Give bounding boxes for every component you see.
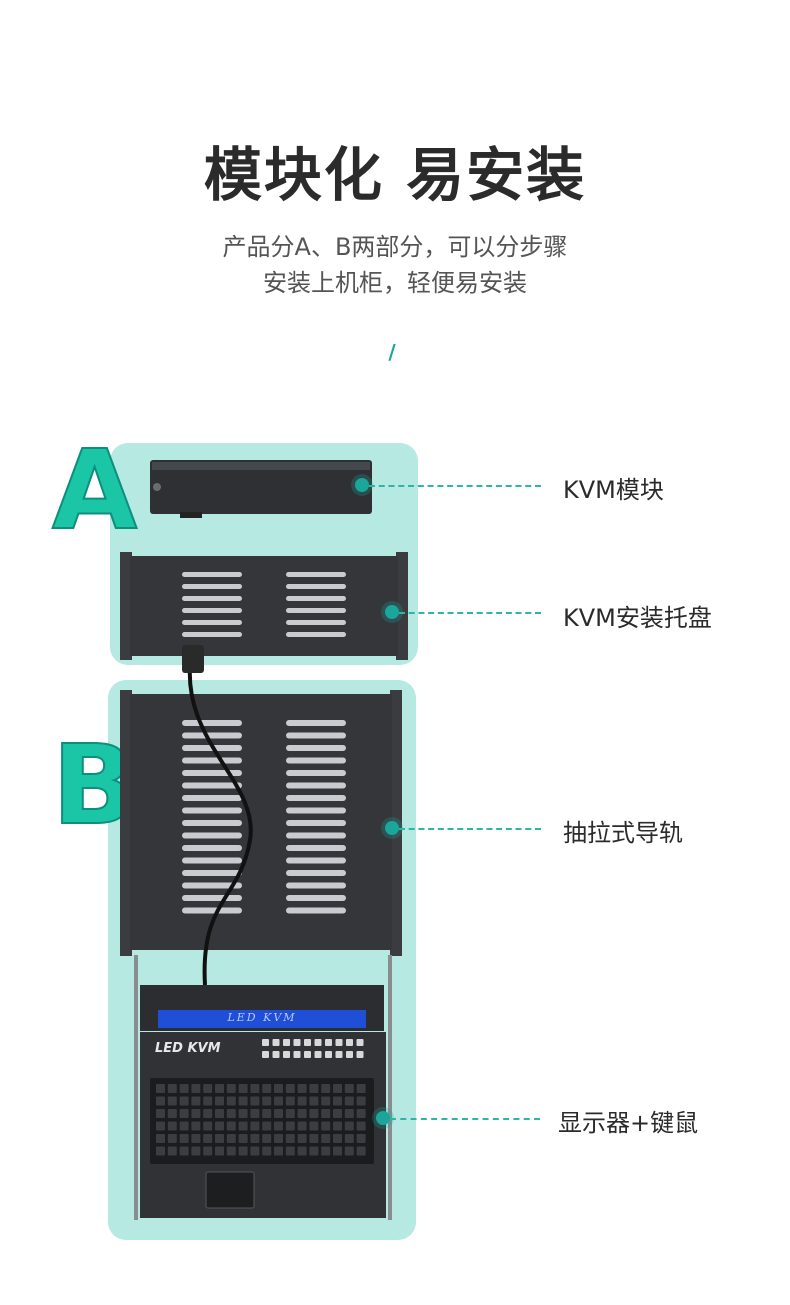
console-brand-text: LED KVM xyxy=(155,1041,221,1056)
installation-tray-image xyxy=(120,552,408,660)
callout-dot-tray xyxy=(385,605,399,619)
console-image: LED KVM xyxy=(140,985,386,1218)
divider-mark: / xyxy=(388,340,396,364)
kvm-module-image xyxy=(150,460,372,518)
callout-label-rail: 抽拉式导轨 xyxy=(563,819,683,847)
subtitle-line-1: 产品分A、B两部分，可以分步骤 xyxy=(222,233,568,261)
callout-leader-kvm-module xyxy=(369,485,541,487)
page-title: 模块化 易安装 xyxy=(203,141,587,209)
callout-dot-kvm-module xyxy=(355,478,369,492)
sliding-rail-image xyxy=(120,690,402,1220)
callout-leader-rail xyxy=(399,828,541,830)
section-a-letter: A xyxy=(51,426,138,554)
callout-label-tray: KVM安装托盘 xyxy=(563,604,712,632)
callout-label-console: 显示器+键鼠 xyxy=(558,1109,699,1137)
callout-dot-rail xyxy=(385,821,399,835)
screen-text: LED KVM xyxy=(227,1011,297,1024)
cable-image xyxy=(187,649,253,986)
callout-leader-console xyxy=(390,1118,540,1120)
callout-dot-console xyxy=(376,1111,390,1125)
subtitle-line-2: 安装上机柜，轻便易安装 xyxy=(263,269,527,297)
callout-leader-tray xyxy=(399,612,541,614)
callout-label-kvm-module: KVM模块 xyxy=(563,476,664,504)
